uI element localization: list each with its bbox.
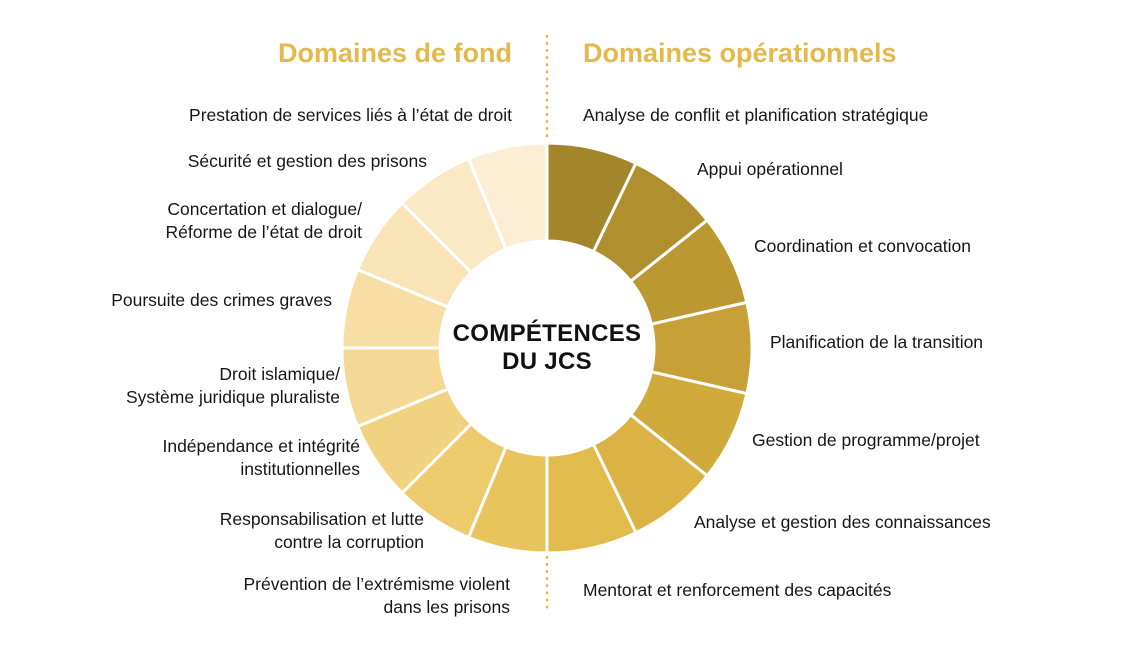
label-gestion-programme: Gestion de programme/projet	[752, 430, 980, 450]
label-concertation-dialogue: Concertation et dialogue/ Réforme de l’é…	[165, 199, 363, 242]
label-analyse-conflit: Analyse de conflit et planification stra…	[583, 105, 929, 125]
label-prevention-extremisme: Prévention de l’extrémisme violent dans …	[243, 574, 510, 617]
label-appui-operationnel: Appui opérationnel	[697, 159, 843, 179]
label-mentorat-capacites: Mentorat et renforcement des capacités	[583, 580, 892, 600]
label-responsabilisation-corruption: Responsabilisation et lutte contre la co…	[219, 509, 424, 552]
right-group-title: Domaines opérationnels	[583, 38, 897, 68]
donut-segment	[467, 141, 549, 251]
label-prestation-services: Prestation de services liés à l’état de …	[189, 105, 512, 125]
donut-center-label: COMPÉTENCES DU JCS	[437, 320, 657, 376]
label-planification-transition: Planification de la transition	[770, 332, 984, 352]
label-analyse-connaissances: Analyse et gestion des connaissances	[694, 512, 991, 532]
left-group-title: Domaines de fond	[277, 38, 512, 68]
label-coordination-convocation: Coordination et convocation	[754, 236, 971, 256]
donut-center-line1: COMPÉTENCES	[452, 320, 642, 347]
donut-center-line2: DU JCS	[502, 348, 592, 375]
label-droit-islamique: Droit islamique/ Système juridique plura…	[126, 364, 340, 407]
label-poursuite-crimes: Poursuite des crimes graves	[111, 290, 332, 310]
label-independance-integrite: Indépendance et intégrité institutionnel…	[162, 436, 360, 479]
label-securite-prisons: Sécurité et gestion des prisons	[187, 151, 427, 171]
